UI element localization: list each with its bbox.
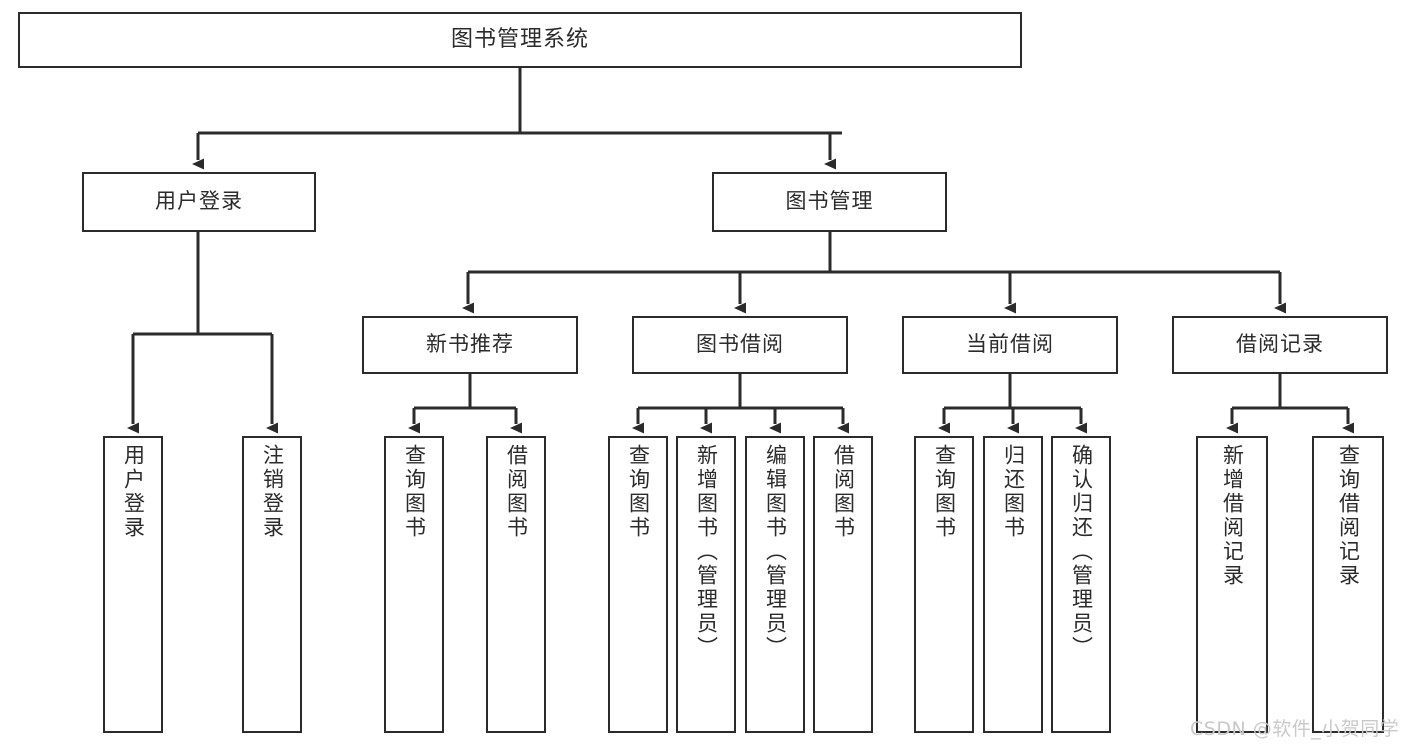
node-label: 新增图书（管理员） (694, 444, 719, 660)
node-label: 查询图书 (402, 444, 427, 540)
node-label: 新书推荐 (426, 332, 514, 357)
leaf-borrow-query-book[interactable]: 查询图书 (608, 436, 668, 733)
node-root-system[interactable]: 图书管理系统 (18, 12, 1022, 68)
leaf-current-query-book[interactable]: 查询图书 (914, 436, 974, 733)
node-label: 查询图书 (932, 444, 957, 540)
node-label: 借阅记录 (1236, 332, 1324, 357)
node-label: 借阅图书 (831, 444, 856, 540)
leaf-user-login-signout[interactable]: 注销登录 (242, 436, 302, 733)
leaf-borrow-add-book-admin[interactable]: 新增图书（管理员） (676, 436, 736, 733)
leaf-new-book-borrow[interactable]: 借阅图书 (486, 436, 546, 733)
node-label: 图书管理系统 (450, 26, 589, 52)
node-label: 用户登录 (155, 189, 243, 214)
node-label: 新增借阅记录 (1220, 444, 1245, 588)
node-label: 注销登录 (260, 444, 285, 540)
leaf-current-return-book[interactable]: 归还图书 (983, 436, 1043, 733)
node-new-book-recommend[interactable]: 新书推荐 (362, 316, 578, 374)
node-label: 查询借阅记录 (1336, 444, 1361, 588)
leaf-user-login-signin[interactable]: 用户登录 (103, 436, 163, 733)
node-book-borrow[interactable]: 图书借阅 (632, 316, 848, 374)
node-label: 当前借阅 (966, 332, 1054, 357)
node-label: 用户登录 (121, 444, 146, 540)
leaf-new-book-query[interactable]: 查询图书 (384, 436, 444, 733)
node-current-borrow[interactable]: 当前借阅 (902, 316, 1118, 374)
node-label: 借阅图书 (504, 444, 529, 540)
leaf-record-query[interactable]: 查询借阅记录 (1312, 436, 1384, 733)
leaf-borrow-borrow-book[interactable]: 借阅图书 (813, 436, 873, 733)
node-label: 查询图书 (626, 444, 651, 540)
node-label: 图书管理 (785, 189, 874, 214)
node-label: 归还图书 (1001, 444, 1026, 540)
leaf-current-confirm-return-admin[interactable]: 确认归还（管理员） (1051, 436, 1111, 733)
leaf-borrow-edit-book-admin[interactable]: 编辑图书（管理员） (745, 436, 805, 733)
node-user-login[interactable]: 用户登录 (82, 172, 316, 232)
node-label: 图书借阅 (696, 332, 784, 357)
leaf-record-add[interactable]: 新增借阅记录 (1196, 436, 1268, 733)
node-borrow-record[interactable]: 借阅记录 (1172, 316, 1388, 374)
node-label: 编辑图书（管理员） (763, 444, 788, 660)
node-label: 确认归还（管理员） (1069, 444, 1094, 660)
csdn-watermark: CSDN @软件_小贺同学 (1190, 718, 1400, 740)
node-book-management[interactable]: 图书管理 (712, 172, 947, 232)
